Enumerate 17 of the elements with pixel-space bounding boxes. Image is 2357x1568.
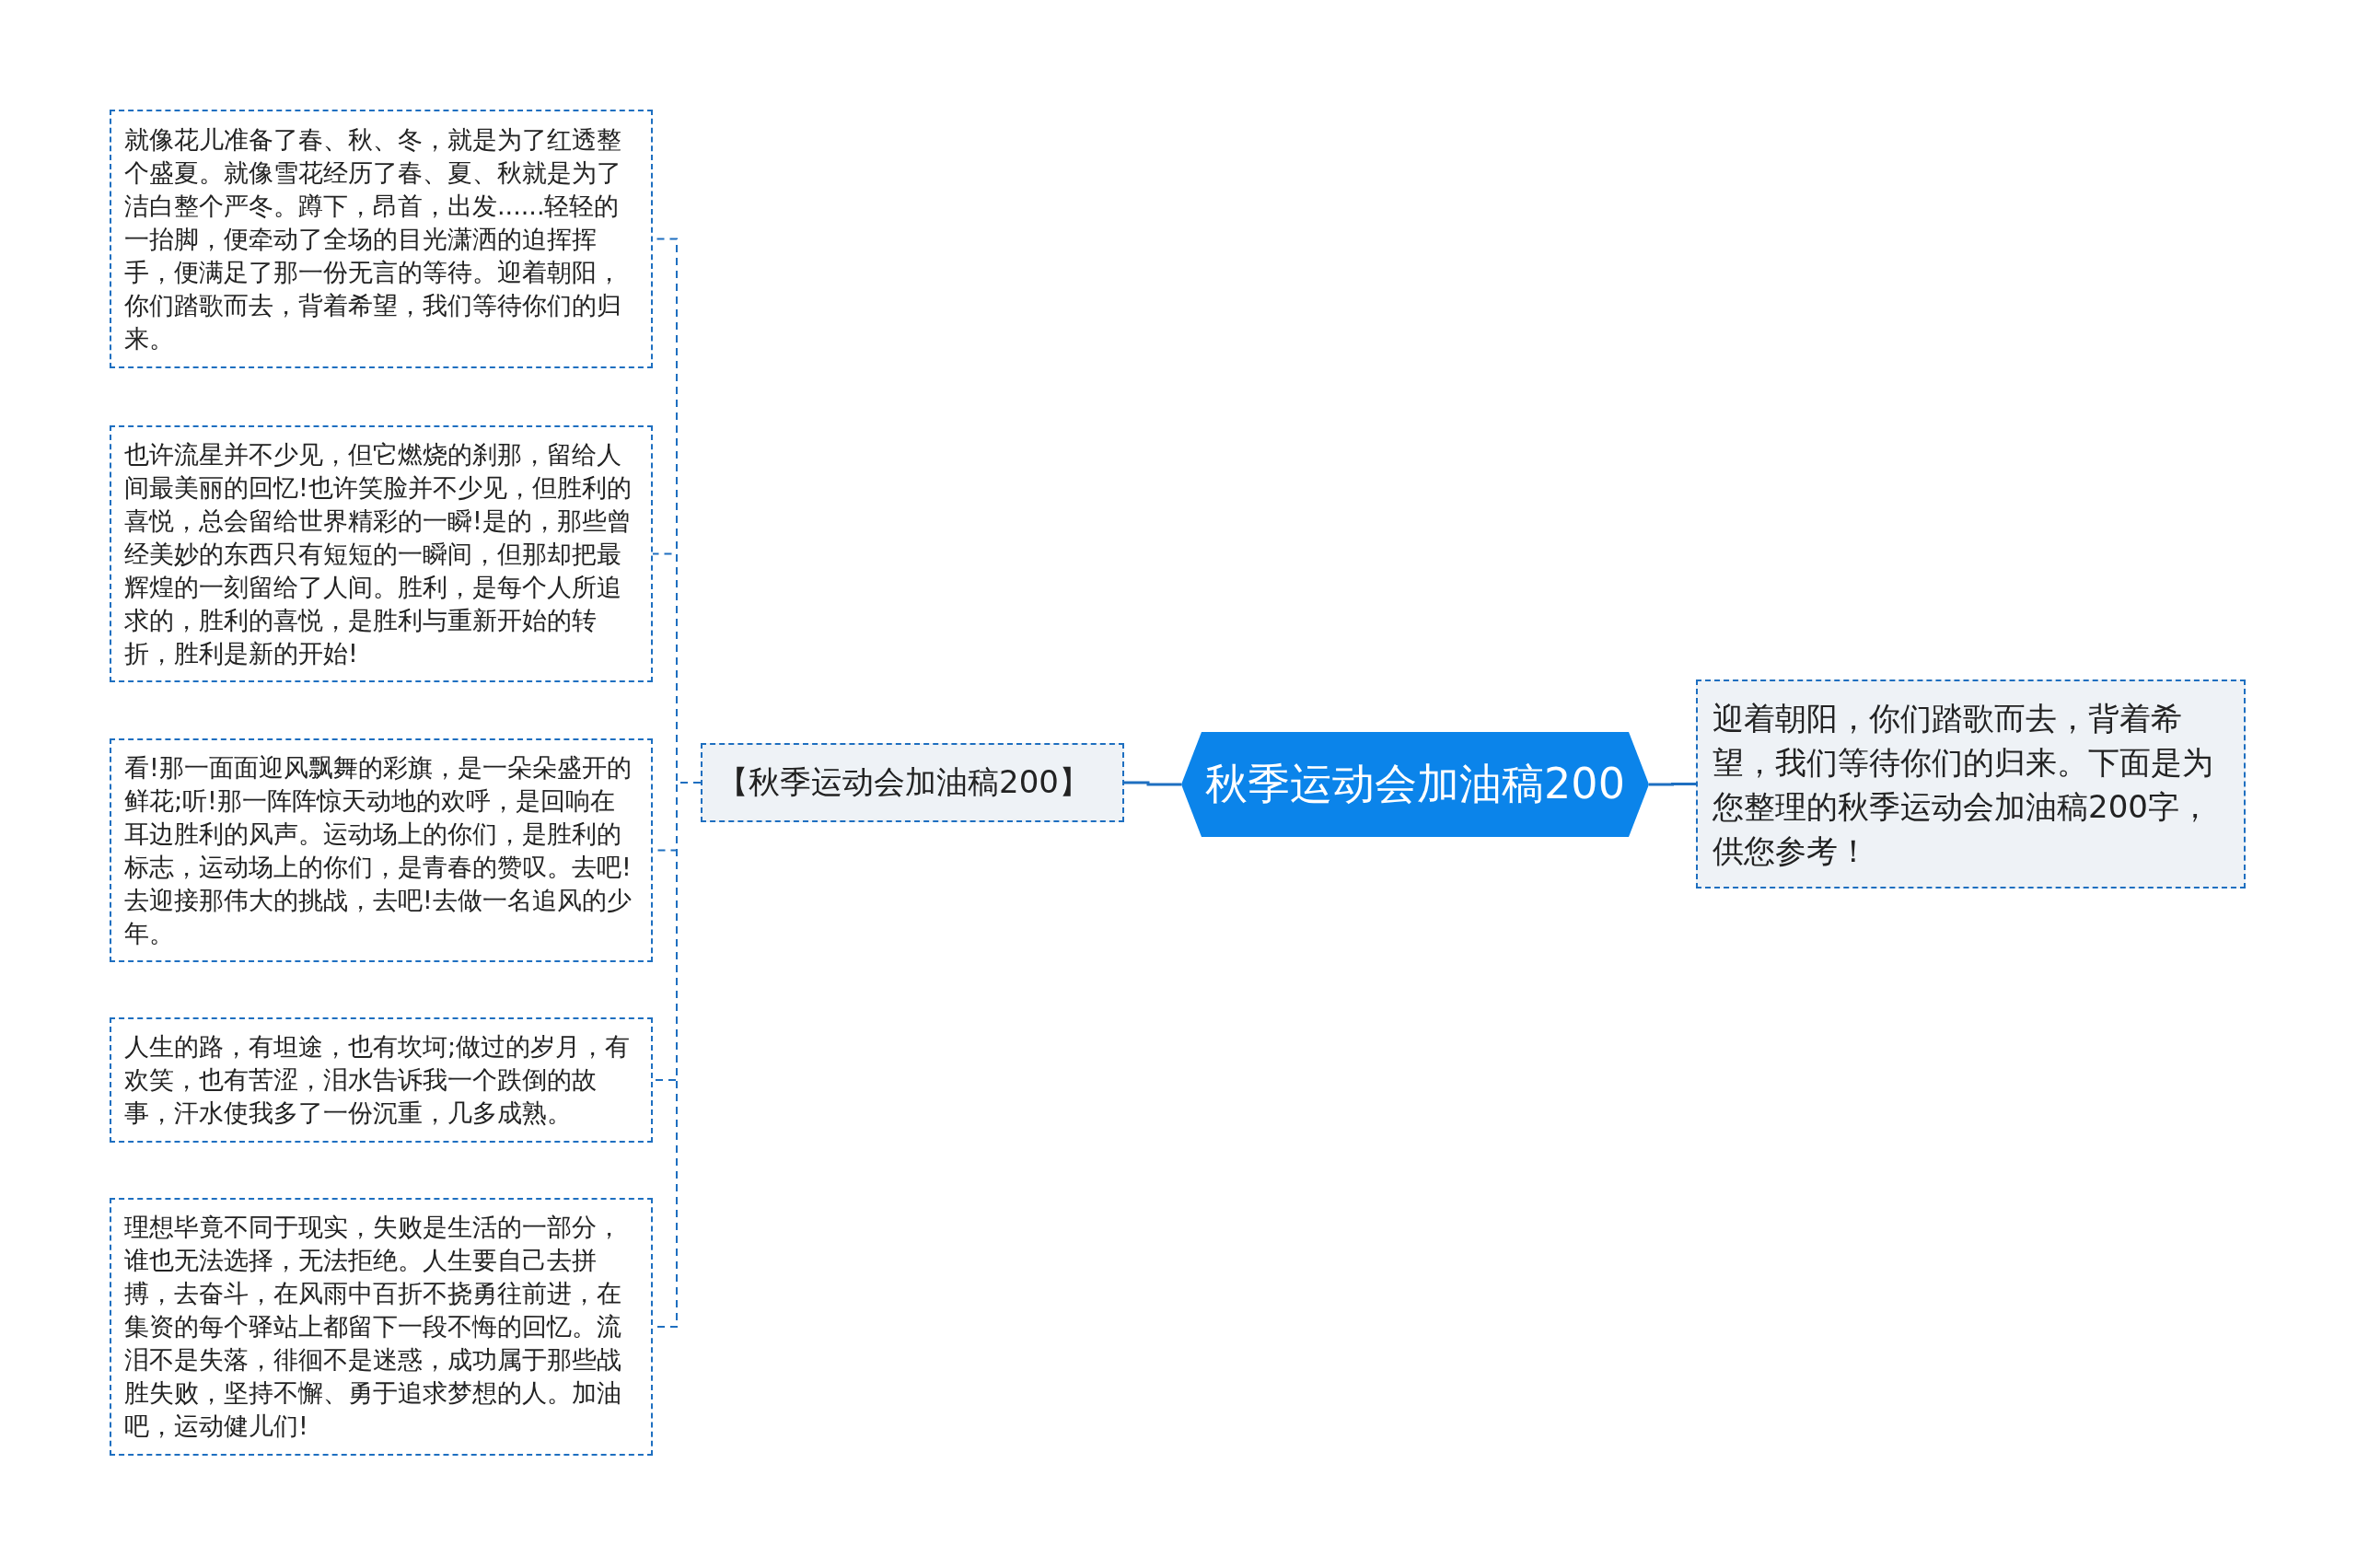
text-box xyxy=(110,1017,653,1143)
body-text: 理想毕竟不同于现实，失败是生活的一部分，谁也无法选择，无法拒绝。人生要自己去拼搏，去奋斗，在风雨中百折不挠勇往前进，在集资的每个驿站上都留下一段不悔的回忆。流泪不是失落，徘徊不是迷惑，成功属于那些战胜失败，坚持不懈、勇于追求梦想的人。加油吧，运动健儿们! xyxy=(124,1212,622,1442)
connector-line xyxy=(1124,781,1181,786)
text-box xyxy=(110,738,653,962)
body-text: 就像花儿准备了春、秋、冬，就是为了红透整个盛夏。就像雪花经历了春、夏、秋就是为了洁白整个严冬。蹲下，昂首，出发......轻轻的一抬脚，便牵动了全场的目光潇洒的迫挥挥手，便满足了那一份无言的等待。迎着朝阳，你们踏歌而去，背着希望，我们等待你们的归来。 xyxy=(124,123,622,354)
body-text: 迎着朝阳，你们踏歌而去，背着希望，我们等待你们的归来。下面是为您整理的秋季运动会加油稿200字，供您参考！ xyxy=(1713,698,2214,871)
subtopic-box xyxy=(701,743,1124,822)
body-text: 【秋季运动会加油稿200】 xyxy=(717,762,1090,802)
connector-line xyxy=(1649,783,1696,786)
body-text: 人生的路，有坦途，也有坎坷;做过的岁月，有欢笑，也有苦涩，泪水告诉我一个跌倒的故事，汗水使我多了一份沉重，几多成熟。 xyxy=(124,1031,632,1129)
body-text: 看!那一面面迎风飘舞的彩旗，是一朵朵盛开的鲜花;听!那一阵阵惊天动地的欢呼，是回响在耳边胜利的风声。运动场上的你们，是胜利的标志，运动场上的你们，是青春的赞叹。去吧!去迎接那伟大的挑战，去吧!去做一名追风的少年。 xyxy=(124,751,633,949)
note-box xyxy=(1696,679,2246,889)
topic-title: 秋季运动会加油稿200 xyxy=(1205,758,1625,810)
body-text: 也许流星并不少见，但它燃烧的刹那，留给人间最美丽的回忆!也许笑脸并不少见，但胜利的喜悦，总会留给世界精彩的一瞬!是的，那些曾经美妙的东西只有短短的一瞬间，但那却把最辉煌的一刻留给了人间。胜利，是每个人所追求的，胜利的喜悦，是胜利与重新开始的转折，胜利是新的开始! xyxy=(124,438,633,669)
text-box xyxy=(110,110,653,368)
text-box xyxy=(110,425,653,682)
text-box xyxy=(110,1198,653,1456)
